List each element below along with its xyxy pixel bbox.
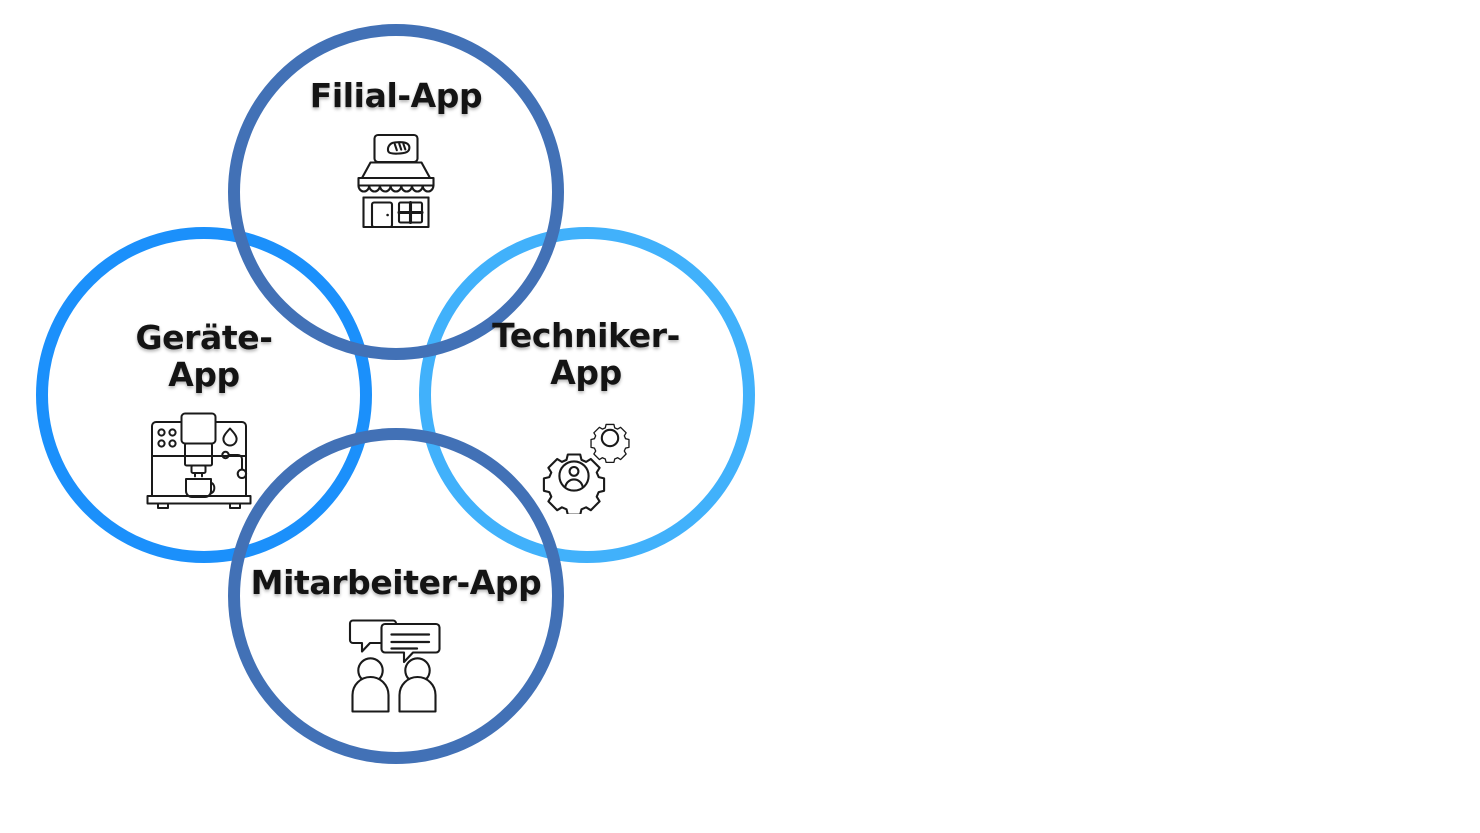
ring-filial xyxy=(228,24,564,360)
app-ecosystem-diagram: Filial-App xyxy=(36,24,755,764)
ring-mitarbeiter xyxy=(228,428,564,764)
